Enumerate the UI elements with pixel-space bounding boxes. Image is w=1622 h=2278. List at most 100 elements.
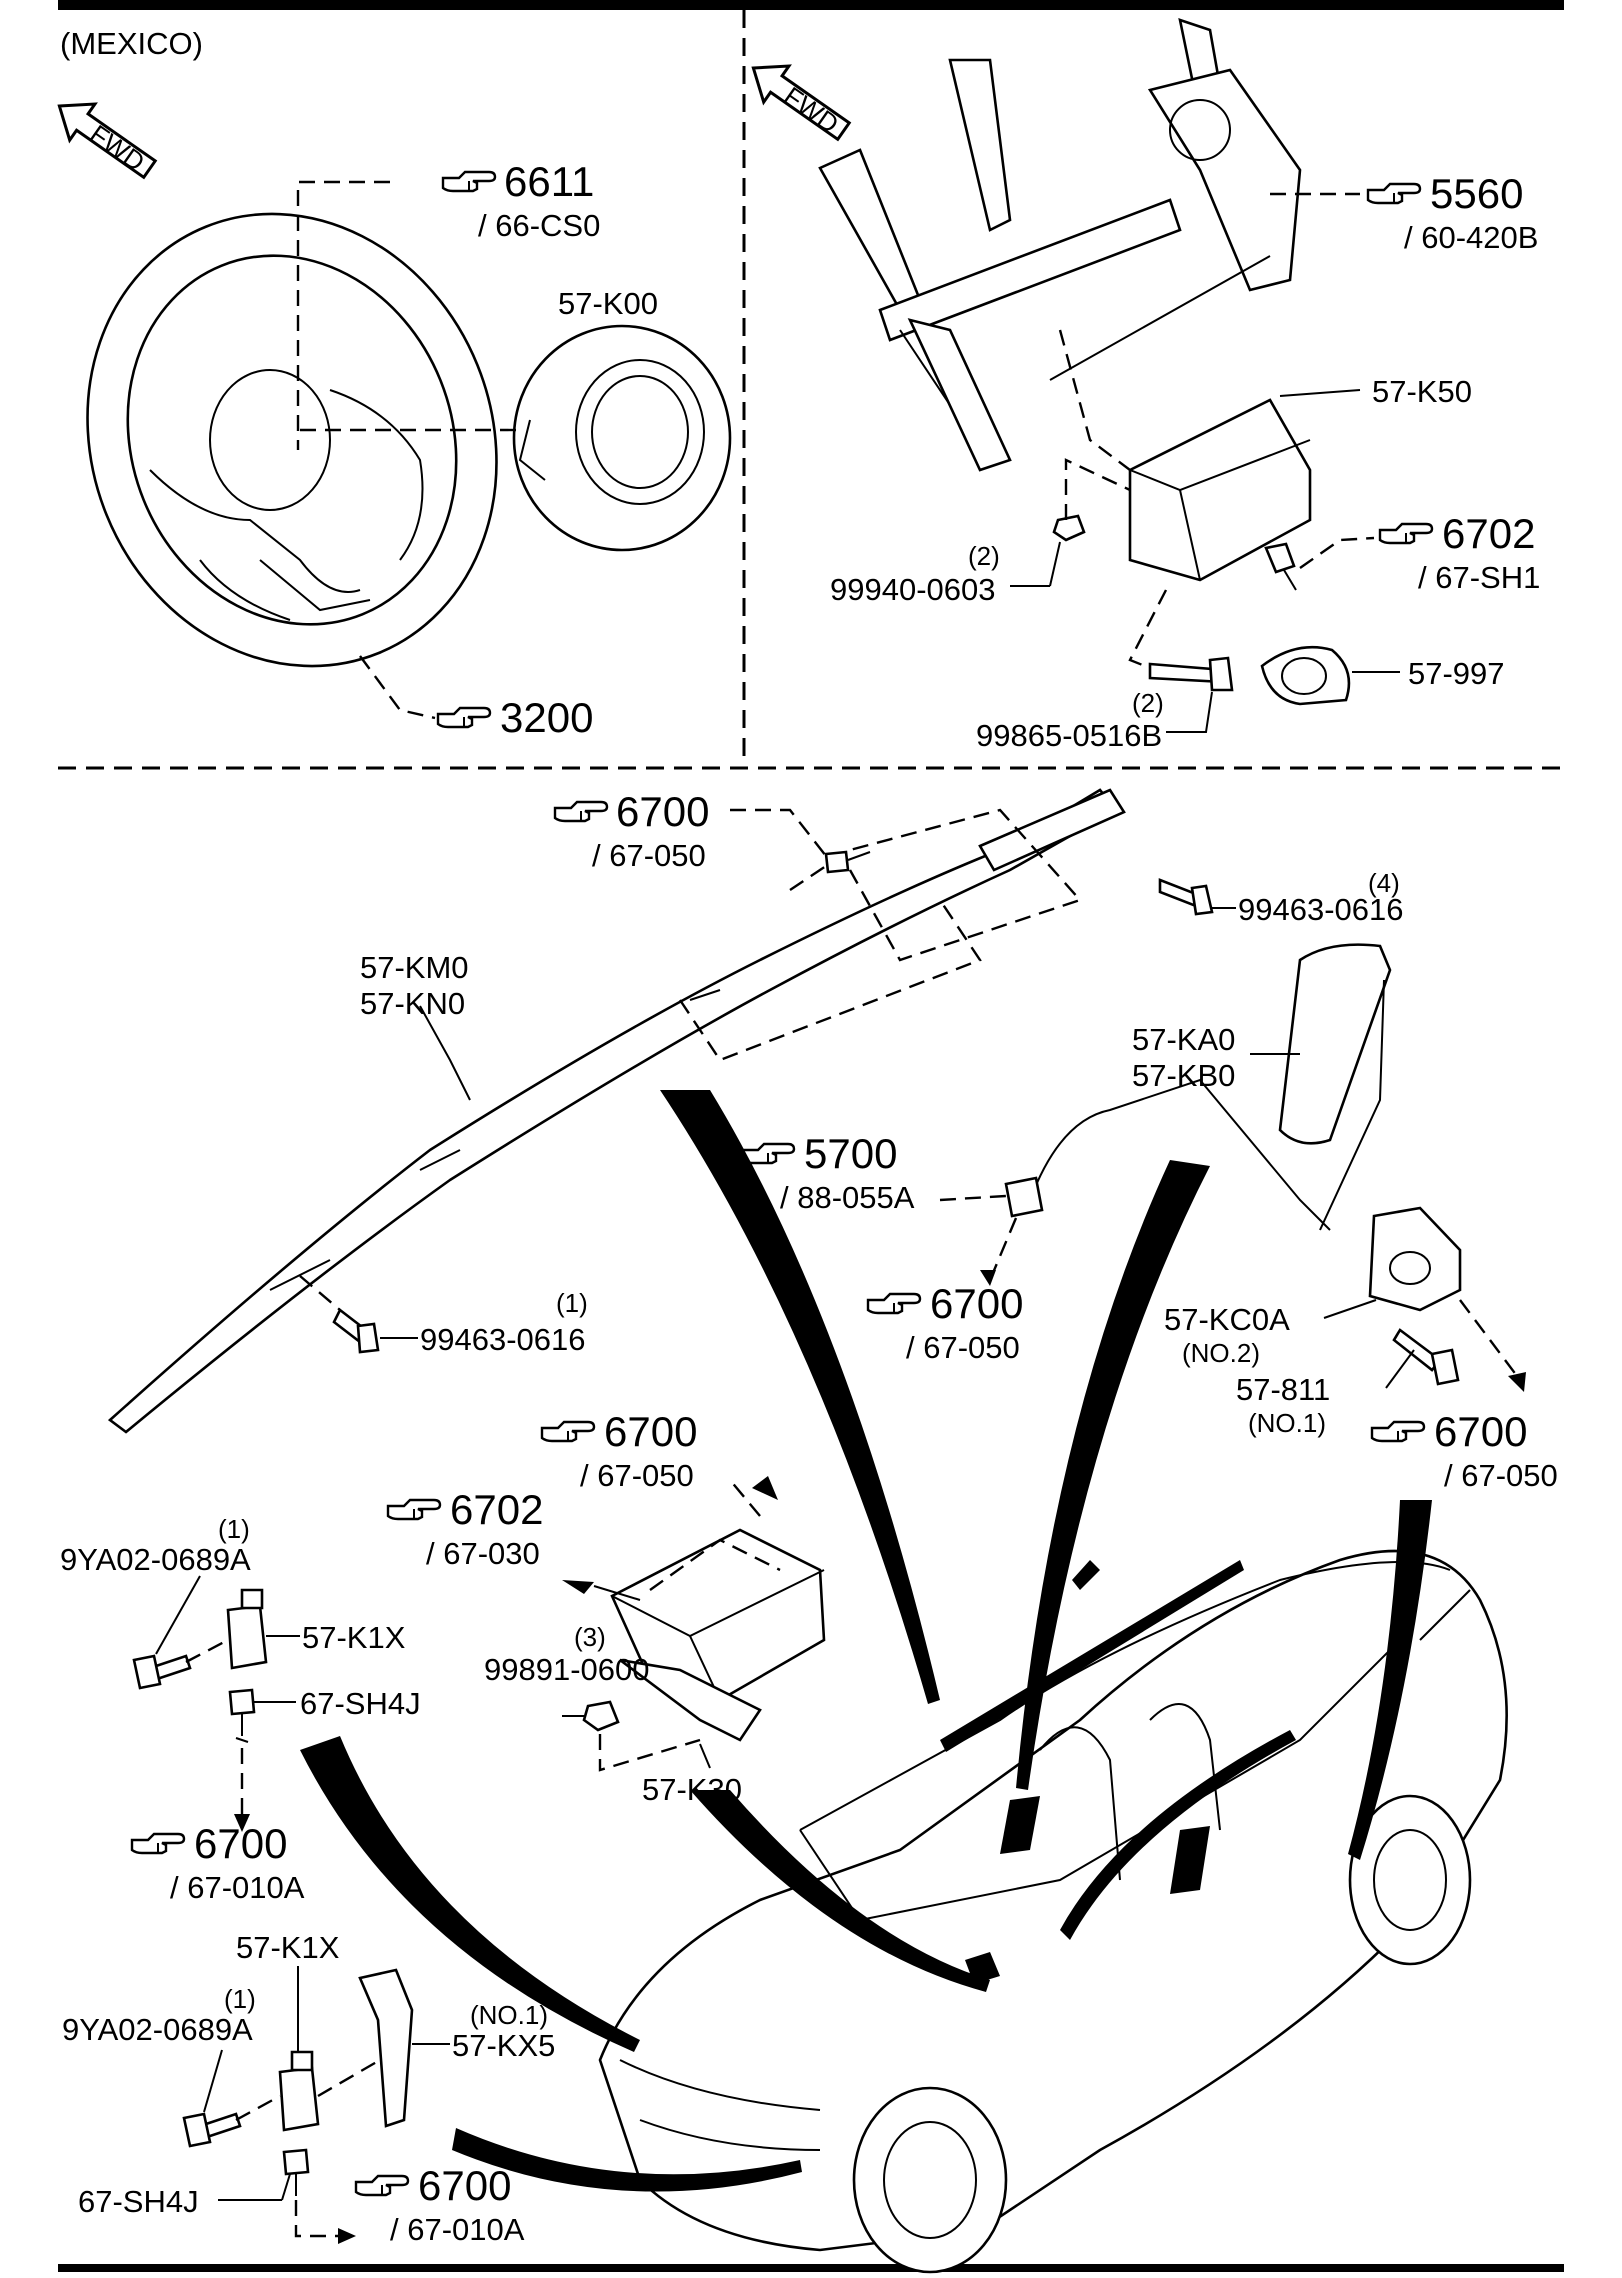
- arrowhead-6700d: [752, 1476, 778, 1500]
- ref-5700: 5700 / 88-055A: [740, 1130, 915, 1215]
- driver-airbag-module: [512, 324, 732, 552]
- bracket-57-kx5: [358, 1968, 414, 2128]
- ref-6700b-sub: / 67-050: [906, 1330, 1020, 1365]
- part-99940-0603: 99940-0603: [830, 572, 996, 607]
- leader-57-811: [1385, 1349, 1415, 1389]
- part-57-k1x-lower: 57-K1X: [236, 1930, 340, 1965]
- leader-67-sh4j-lower-b: [281, 2173, 291, 2201]
- ref-6700d-sub: / 67-050: [580, 1458, 694, 1493]
- arrowhead-6700f: [338, 2228, 356, 2244]
- leader-9ya02b: [203, 2049, 223, 2113]
- leader-6700f: [294, 2200, 340, 2238]
- qty-9ya02b: (1): [224, 1984, 256, 2014]
- ref-6611-number: 6611: [504, 158, 594, 205]
- seat-side-airbag: [1029, 943, 1392, 1231]
- ref-5560: 5560 / 60-420B: [1366, 170, 1538, 255]
- leader-99865-dash: [1128, 589, 1168, 670]
- ref-6700-sensor: 6700 / 67-050: [1370, 1408, 1558, 1493]
- part-57-km0: 57-KM0: [360, 950, 469, 985]
- ref-6700e-number: 6700: [194, 1820, 287, 1867]
- ref-6700f-sub: / 67-010A: [390, 2212, 525, 2247]
- ref-6700a-number: 6700: [616, 788, 709, 835]
- part-57-k1x-upper: 57-K1X: [302, 1620, 406, 1655]
- part-57-k00: 57-K00: [558, 286, 658, 321]
- ref-6611-sub: / 66-CS0: [478, 208, 600, 243]
- ref-6700f-number: 6700: [418, 2162, 511, 2209]
- curtain-bracket-box-2: [679, 899, 982, 1062]
- curtain-airbag: [107, 788, 1126, 1434]
- leader-9ya02a: [155, 1575, 201, 1655]
- leader-57-k30: [699, 1743, 711, 1769]
- leader-6611: [296, 180, 390, 450]
- ref-6700-side: 6700 / 67-050: [866, 1280, 1023, 1365]
- frame: [58, 0, 1564, 2272]
- region-label: (MEXICO): [60, 26, 203, 61]
- nut-99940: [1052, 514, 1086, 542]
- clip-99463-bottom: [332, 1308, 380, 1354]
- bolt-9ya02-lower: [182, 2112, 242, 2148]
- part-57-ka0: 57-KA0: [1132, 1022, 1235, 1057]
- ref-6702-module: 6702 / 67-030: [386, 1486, 543, 1571]
- ref-3200: 3200: [436, 694, 593, 741]
- leader-3200: [359, 655, 436, 720]
- bolt-99865: [1148, 656, 1234, 692]
- leader-k50-frame: [1058, 329, 1131, 471]
- ref-5560-number: 5560: [1430, 170, 1523, 217]
- sensor-57-k1x-lower: [278, 2050, 320, 2132]
- sensor-57-k1x-upper: [226, 1588, 268, 1670]
- ref-5700-number: 5700: [804, 1130, 897, 1177]
- arrowhead-6700c: [1508, 1372, 1526, 1392]
- passenger-airbag-module: [1128, 398, 1312, 582]
- note-57-kc0a: (NO.2): [1182, 1338, 1260, 1368]
- connector-5700: [1004, 1176, 1044, 1218]
- qty-99891: (3): [574, 1622, 606, 1652]
- fwd-arrow-left: FWD: [57, 102, 158, 180]
- qty-99940: (2): [968, 541, 1000, 571]
- leader-99940-dash: [1064, 458, 1131, 520]
- leader-9ya02b-dash: [235, 2094, 281, 2122]
- qty-9ya02a: (1): [218, 1514, 250, 1544]
- ref-6700c-sub: / 67-050: [1444, 1458, 1558, 1493]
- part-57-k50: 57-K50: [1372, 374, 1472, 409]
- leader-99940-b: [1049, 541, 1061, 587]
- part-99463-0616-top: 99463-0616: [1238, 892, 1404, 927]
- leader-6700d: [729, 1479, 761, 1517]
- ref-6700-lower-sensor: 6700 / 67-010A: [354, 2162, 525, 2247]
- part-57-kc0a: 57-KC0A: [1164, 1302, 1290, 1337]
- ref-5700-sub: / 88-055A: [780, 1180, 915, 1215]
- sensor-57-kc0a: [1368, 1206, 1462, 1312]
- leader-99463b-dash: [299, 1275, 341, 1311]
- sas-control-module: [610, 1528, 826, 1742]
- note-57-811: (NO.1): [1248, 1408, 1326, 1438]
- ref-6702b-sub: / 67-030: [426, 1536, 540, 1571]
- arrowhead-6702b: [562, 1580, 594, 1594]
- leader-5700: [939, 1194, 1007, 1202]
- connector-curtain: [824, 850, 871, 874]
- ref-6702a-sub: / 67-SH1: [1418, 560, 1540, 595]
- leader-57-k50: [1279, 389, 1361, 397]
- fwd-arrow-right: FWD: [751, 64, 852, 142]
- steering-wheel: [86, 212, 498, 668]
- qty-99463b: (1): [556, 1288, 588, 1318]
- vehicle-airbag-locations: [940, 1560, 1296, 1984]
- part-99891-0600: 99891-0600: [484, 1652, 650, 1687]
- leader-9ya02a-dash: [185, 1638, 229, 1664]
- ref-6702-top: 6702 / 67-SH1: [1378, 510, 1540, 595]
- ref-3200-number: 3200: [500, 694, 593, 741]
- connector-67-sh4j-lower: [282, 2148, 310, 2196]
- ref-6700d-number: 6700: [604, 1408, 697, 1455]
- part-9ya02-0689a-lower: 9YA02-0689A: [62, 2012, 253, 2047]
- part-57-kx5: 57-KX5: [452, 2028, 555, 2063]
- nut-99891: [582, 1700, 620, 1732]
- part-67-sh4j-lower: 67-SH4J: [78, 2184, 199, 2219]
- leader-6700b: [988, 1217, 1018, 1281]
- arrowhead-6700e: [234, 1814, 250, 1832]
- leader-57-km0: [419, 1005, 471, 1101]
- connector-6702-top: [1264, 542, 1297, 591]
- ref-6700e-sub: / 67-010A: [170, 1870, 305, 1905]
- leader-6700c: [1459, 1299, 1521, 1381]
- note-57-kx5: (NO.1): [470, 2000, 548, 2030]
- leader-99865: [1166, 691, 1213, 733]
- qty-99463a: (4): [1368, 868, 1400, 898]
